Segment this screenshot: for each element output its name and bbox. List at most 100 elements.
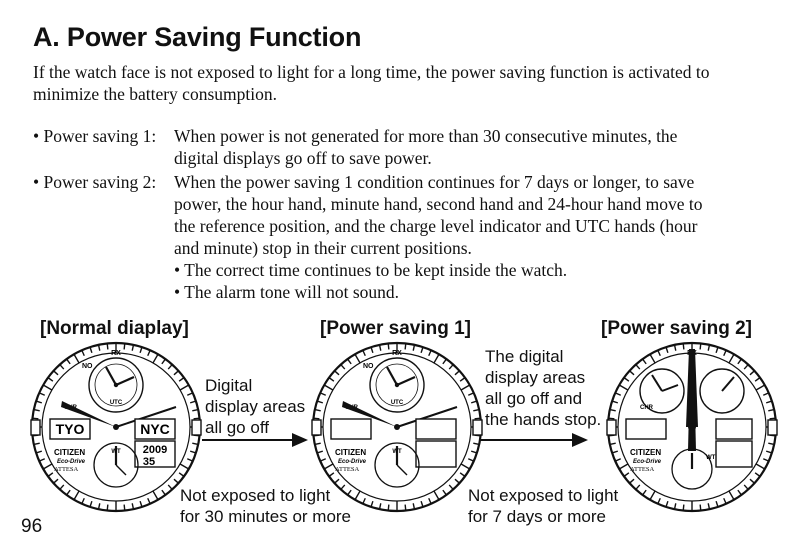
bezel-tick xyxy=(611,450,619,454)
bullet-text: When power is not generated for more tha… xyxy=(174,125,778,169)
arrow-right-icon xyxy=(480,433,588,447)
bezel-tick xyxy=(33,442,40,446)
bezel-tick xyxy=(629,478,635,484)
bezel-tick xyxy=(47,377,54,382)
bezel-tick xyxy=(189,450,197,454)
bezel-tick xyxy=(152,490,159,501)
bezel-tick xyxy=(614,458,622,462)
bezel-tick xyxy=(642,489,647,496)
bezel-tick xyxy=(420,500,424,508)
bezel-tick xyxy=(173,478,179,484)
bezel-tick xyxy=(707,503,711,510)
model-label: Eco-Drive xyxy=(633,459,662,465)
bezel-tick xyxy=(370,500,374,508)
bezel-tick xyxy=(470,450,478,454)
bezel-tick xyxy=(313,417,320,420)
bezel-tick xyxy=(737,358,742,365)
bullet-line: When the power saving 1 condition contin… xyxy=(174,172,695,192)
bezel-tick xyxy=(47,472,54,477)
bezel-tick xyxy=(192,408,199,412)
bezel-tick xyxy=(635,484,641,490)
city-left-display: TYO xyxy=(56,421,85,437)
bezel-tick xyxy=(657,349,661,357)
bezel-tick xyxy=(623,377,630,382)
chr-label: CHR xyxy=(640,405,654,411)
caption-step2-bottom: Not exposed to light for 7 days or more xyxy=(468,486,619,526)
bezel-tick xyxy=(147,497,151,505)
bezel-tick xyxy=(323,463,334,470)
no-label: NO xyxy=(363,363,374,370)
bezel-tick xyxy=(53,478,59,484)
bezel-tick xyxy=(33,408,40,412)
bezel-tick xyxy=(334,370,340,376)
bezel-tick xyxy=(89,346,93,354)
bezel-tick xyxy=(737,489,742,496)
caption-step1-bottom: Not exposed to light for 30 minutes or m… xyxy=(180,486,352,526)
bezel-tick xyxy=(420,346,424,354)
bullet-line: the reference position, and the charge l… xyxy=(174,216,698,236)
bezel-tick xyxy=(629,370,635,376)
bezel-tick xyxy=(657,497,661,505)
bullet-line: power, the hour hand, minute hand, secon… xyxy=(174,194,703,214)
bezel-tick xyxy=(618,384,629,391)
caption-step1-side: Digital display areas all go off xyxy=(205,376,306,437)
utc-label: UTC xyxy=(110,400,123,406)
bezel-tick xyxy=(723,497,727,505)
bezel-tick xyxy=(66,489,71,496)
bezel-tick xyxy=(73,490,80,501)
bezel-tick xyxy=(699,504,702,511)
bezel-tick xyxy=(743,364,749,370)
bezel-tick xyxy=(123,343,126,350)
bezel-tick xyxy=(723,349,727,357)
bezel-tick xyxy=(682,343,685,350)
bezel-tick xyxy=(97,344,101,351)
bezel-tick xyxy=(769,417,776,420)
page-number: 96 xyxy=(21,516,43,537)
bezel-tick xyxy=(59,364,65,370)
bezel-tick xyxy=(699,343,702,350)
bezel-tick xyxy=(152,353,159,364)
bezel-tick xyxy=(749,370,755,376)
bezel-tick xyxy=(609,442,616,446)
bezel-tick xyxy=(161,358,166,365)
bezel-tick xyxy=(448,484,454,490)
bezel-tick xyxy=(754,472,761,477)
bezel-tick xyxy=(178,472,185,477)
bezel-tick xyxy=(323,384,334,391)
bezel-tick xyxy=(186,392,194,396)
bezel-tick xyxy=(460,384,471,391)
watch-power-saving-2: RX CHR WT CITIZEN Eco-Drive ATTESA xyxy=(606,341,778,513)
city-right-display: NYC xyxy=(140,421,170,437)
bezel-tick xyxy=(454,478,460,484)
bezel-tick xyxy=(609,408,616,412)
bezel-tick xyxy=(755,463,766,470)
bezel-tick xyxy=(66,358,71,365)
rx-label: RX xyxy=(392,350,402,357)
bezel-tick xyxy=(473,442,480,446)
bezel-tick xyxy=(340,484,346,490)
panel-title-normal: [Normal diaplay] xyxy=(40,318,189,339)
bezel-tick xyxy=(673,503,677,510)
bezel-tick xyxy=(665,346,669,354)
bezel-tick xyxy=(473,408,480,412)
line-label: ATTESA xyxy=(54,466,79,473)
bezel-tick xyxy=(755,384,766,391)
bezel-tick xyxy=(765,400,773,404)
bezel-tick xyxy=(715,500,719,508)
watch-normal-display: UTC RX NO CHR TYO NYC 2009 35 WT CITIZEN… xyxy=(30,341,202,513)
bezel-tick xyxy=(412,344,416,351)
bezel-tick xyxy=(370,346,374,354)
wt-label: WT xyxy=(111,449,121,455)
bezel-tick xyxy=(123,504,126,511)
bezel-tick xyxy=(316,450,324,454)
bezel-tick xyxy=(319,458,327,462)
brand-label: CITIZEN xyxy=(335,448,366,457)
bezel-tick xyxy=(35,400,43,404)
bezel-tick xyxy=(73,353,80,364)
bezel-tick xyxy=(618,463,629,470)
bezel-tick xyxy=(131,344,135,351)
bullet-label: • Power saving 2: xyxy=(33,172,157,192)
bezel-tick xyxy=(762,458,770,462)
bezel-tick xyxy=(192,442,199,446)
